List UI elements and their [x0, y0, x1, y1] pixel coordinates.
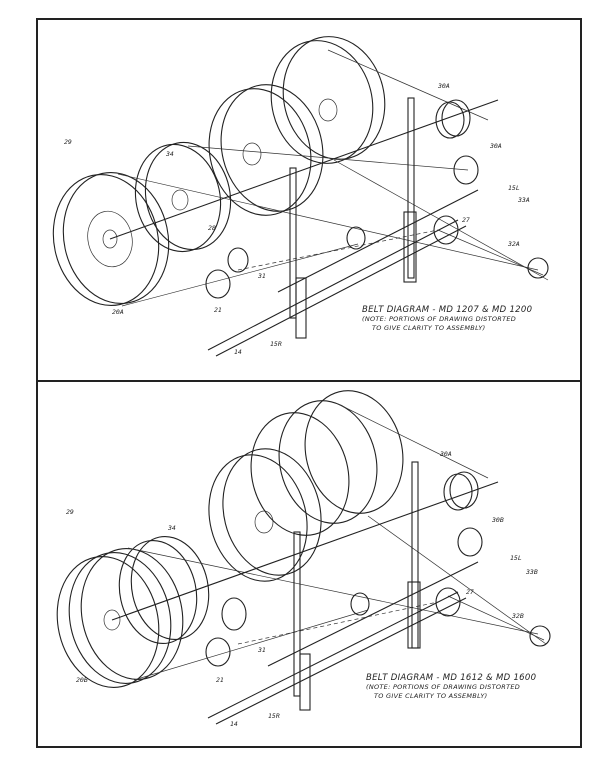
belts — [128, 404, 546, 680]
label-34: 34 — [165, 150, 174, 158]
label-33: 33A — [517, 196, 530, 204]
label-15r: 15R — [268, 712, 280, 720]
label-30b: 30B — [491, 516, 504, 524]
belt-diagram-drawing-top: 29 34 28 20A 21 14 15R 31 30A 30A 15L 33… — [38, 20, 584, 384]
diagram-title: BELT DIAGRAM - MD 1612 & MD 1600 — [366, 673, 536, 683]
label-15l: 15L — [508, 184, 520, 192]
label-30a: 30A — [439, 450, 452, 458]
diagram-title: BELT DIAGRAM - MD 1207 & MD 1200 — [362, 305, 532, 315]
label-20: 20A — [112, 308, 124, 316]
label-32: 32B — [511, 612, 524, 620]
label-15l: 15L — [510, 554, 522, 562]
label-21: 21 — [214, 306, 222, 314]
label-14: 14 — [230, 720, 238, 728]
belt-diagram-drawing-bottom: 29 34 20B 21 14 15R 31 30A 30B 15L 33B 2… — [38, 382, 584, 750]
diagram-note-line2: TO GIVE CLARITY TO ASSEMBLY) — [374, 692, 487, 700]
label-15r: 15R — [270, 340, 282, 348]
label-31: 31 — [257, 646, 266, 654]
label-33: 33B — [525, 568, 538, 576]
label-28: 28 — [208, 224, 216, 232]
label-34: 34 — [167, 524, 176, 532]
label-31: 31 — [257, 272, 266, 280]
label-14: 14 — [234, 348, 242, 356]
pulley-third — [196, 74, 336, 226]
belt-diagram-bottom-panel: 29 34 20B 21 14 15R 31 30A 30B 15L 33B 2… — [36, 380, 582, 748]
label-32: 32A — [507, 240, 520, 248]
diagram-caption: BELT DIAGRAM - MD 1207 & MD 1200 (NOTE: … — [362, 305, 532, 332]
label-29: 29 — [66, 508, 74, 516]
label-30a: 30A — [437, 82, 450, 90]
pulley-third — [196, 438, 334, 591]
label-20: 20B — [76, 676, 88, 684]
label-29: 29 — [64, 138, 72, 146]
belt-diagram-top-panel: 29 34 28 20A 21 14 15R 31 30A 30A 15L 33… — [36, 18, 582, 382]
label-27: 27 — [466, 588, 474, 596]
diagram-note-line2: TO GIVE CLARITY TO ASSEMBLY) — [372, 324, 485, 332]
diagram-caption: BELT DIAGRAM - MD 1612 & MD 1600 (NOTE: … — [366, 673, 536, 700]
label-30a-lower: 30A — [489, 142, 502, 150]
pulley-back — [258, 26, 397, 175]
pulley-front-large — [45, 539, 194, 697]
label-27: 27 — [462, 216, 470, 224]
diagram-note-line1: (NOTE: PORTIONS OF DRAWING DISTORTED — [362, 315, 516, 323]
label-21: 21 — [216, 676, 224, 684]
vertical-posts — [290, 98, 416, 338]
diagram-note-line1: (NOTE: PORTIONS OF DRAWING DISTORTED — [366, 683, 520, 691]
pulley-second — [110, 529, 218, 651]
small-pulleys — [206, 100, 548, 298]
belts — [118, 50, 548, 306]
